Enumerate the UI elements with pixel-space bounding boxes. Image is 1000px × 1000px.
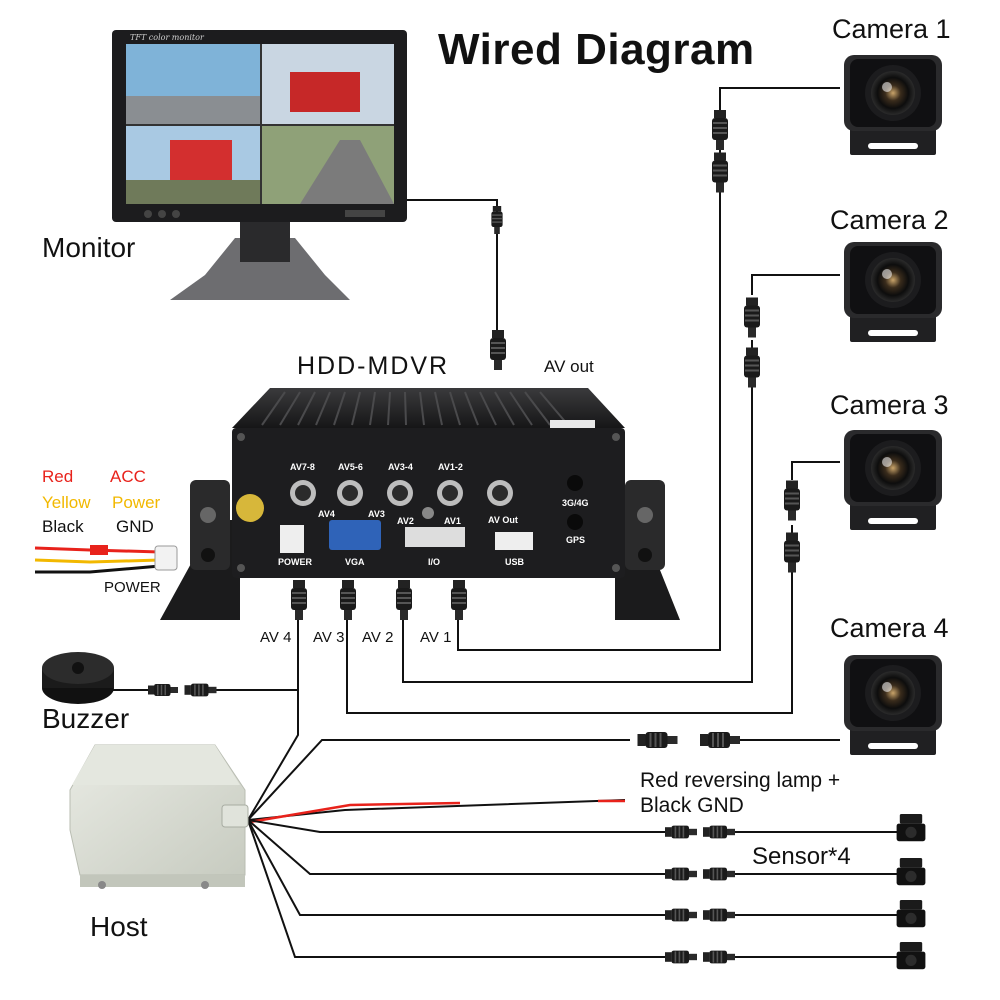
wire-sensor-1 [247, 819, 900, 833]
buzzer-label: Buzzer [42, 703, 130, 734]
camera-4-connector-a [637, 732, 678, 748]
sensor-4-device [896, 942, 926, 970]
port-label-av78: AV7-8 [290, 462, 315, 472]
mdvr-port-labels: AV7-8 AV5-6 AV3-4 AV1-2 AV Out 3G/4G GPS… [278, 462, 589, 567]
av-out-connector [490, 330, 506, 370]
camera-2-label: Camera 2 [830, 205, 949, 235]
camera-1-connector-b [712, 152, 728, 193]
power-cable-label: POWER [104, 579, 161, 596]
reversing-label-line1: Red reversing lamp + [640, 769, 841, 792]
port-label-io: I/O [428, 557, 440, 567]
sensor-1-device [896, 814, 926, 842]
av1-cable-label: AV 1 [420, 629, 452, 646]
wire-sensor-2 [247, 819, 900, 875]
host-device [69, 744, 249, 889]
wire-camera-2 [402, 274, 840, 683]
camera-3-connector-a [784, 480, 800, 521]
mdvr-unit [160, 388, 680, 620]
reversing-label-line2: Black GND [640, 794, 744, 817]
camera-2-connector-b [744, 347, 760, 388]
wires [34, 87, 900, 958]
sensor-2-connector-a [665, 867, 697, 881]
power-legend-power: Power [112, 493, 161, 512]
port-label-av1: AV1 [444, 516, 461, 526]
av3-cable-label: AV 3 [313, 629, 345, 646]
wire-reversing-red [249, 799, 625, 824]
wire-av4 [215, 615, 299, 821]
sensor-3-connector-b [703, 908, 735, 922]
camera-1-connector-a [712, 110, 728, 150]
power-wire-yellow [34, 558, 161, 564]
port-label-av56: AV5-6 [338, 462, 363, 472]
wire-monitor-av-out [400, 199, 498, 330]
camera-4-connector-b [700, 732, 740, 748]
port-label-av4: AV4 [318, 509, 335, 519]
port-label-gps: GPS [566, 535, 585, 545]
camera-3-device [844, 430, 942, 530]
wire-camera-4 [247, 739, 840, 821]
wire-sensor-4 [247, 819, 900, 958]
power-wire-black [35, 564, 161, 574]
power-legend-black: Black [42, 517, 84, 536]
sensor-label: Sensor*4 [752, 843, 851, 870]
camera-1-label: Camera 1 [832, 14, 951, 44]
camera-4-label: Camera 4 [830, 613, 949, 643]
host-label: Host [90, 911, 148, 942]
av4-connector [291, 580, 307, 620]
av2-cable-label: AV 2 [362, 629, 394, 646]
av3-connector [340, 580, 356, 620]
wire-camera-1 [457, 87, 840, 651]
port-label-av-out: AV Out [488, 515, 518, 525]
av1-connector [451, 580, 467, 620]
buzzer-connector-b [184, 683, 217, 697]
port-label-av12: AV1-2 [438, 462, 463, 472]
wire-sensor-3 [247, 819, 900, 916]
power-plug [154, 545, 178, 571]
monitor: TFT color monitor [112, 30, 407, 300]
sensor-2-connector-b [703, 867, 735, 881]
power-legend-yellow: Yellow [42, 493, 91, 512]
sensor-3-connector-a [665, 908, 697, 922]
port-label-usb: USB [505, 557, 525, 567]
sensor-4-connector-b [703, 950, 735, 964]
diagram-title: Wired Diagram [438, 25, 755, 74]
power-legend-acc: ACC [110, 467, 146, 486]
camera-2-device [844, 242, 942, 342]
port-label-av2: AV2 [397, 516, 414, 526]
sensor-1-connector-b [703, 825, 735, 839]
sensor-4-connector-a [665, 950, 697, 964]
wire-camera-3 [346, 461, 840, 714]
av4-cable-label: AV 4 [260, 629, 292, 646]
power-fuse-holder [90, 545, 108, 555]
sensor-2-device [896, 858, 926, 886]
connectors [90, 110, 800, 964]
camera-3-connector-b [784, 532, 800, 573]
port-label-3g4g: 3G/4G [562, 498, 589, 508]
av-out-cable-label: AV out [544, 357, 594, 376]
mdvr-label: HDD-MDVR [297, 352, 450, 380]
sensor-1-connector-a [665, 825, 697, 839]
port-label-vga: VGA [345, 557, 365, 567]
port-label-power: POWER [278, 557, 313, 567]
power-legend-red: Red [42, 467, 74, 486]
port-label-av34: AV3-4 [388, 462, 413, 472]
monitor-label: Monitor [42, 232, 136, 263]
buzzer-connector-a [148, 684, 178, 696]
port-label-av3: AV3 [368, 509, 385, 519]
camera-3-label: Camera 3 [830, 390, 949, 420]
power-legend-gnd: GND [116, 517, 154, 536]
camera-4-device [844, 655, 942, 755]
av2-connector [396, 580, 412, 620]
monitor-screen-text: TFT color monitor [130, 33, 205, 42]
buzzer-device [42, 652, 114, 704]
sensor-3-device [896, 900, 926, 928]
camera-1-device [844, 55, 942, 155]
camera-2-connector-a [744, 297, 760, 338]
monitor-cable-connector [491, 206, 503, 234]
